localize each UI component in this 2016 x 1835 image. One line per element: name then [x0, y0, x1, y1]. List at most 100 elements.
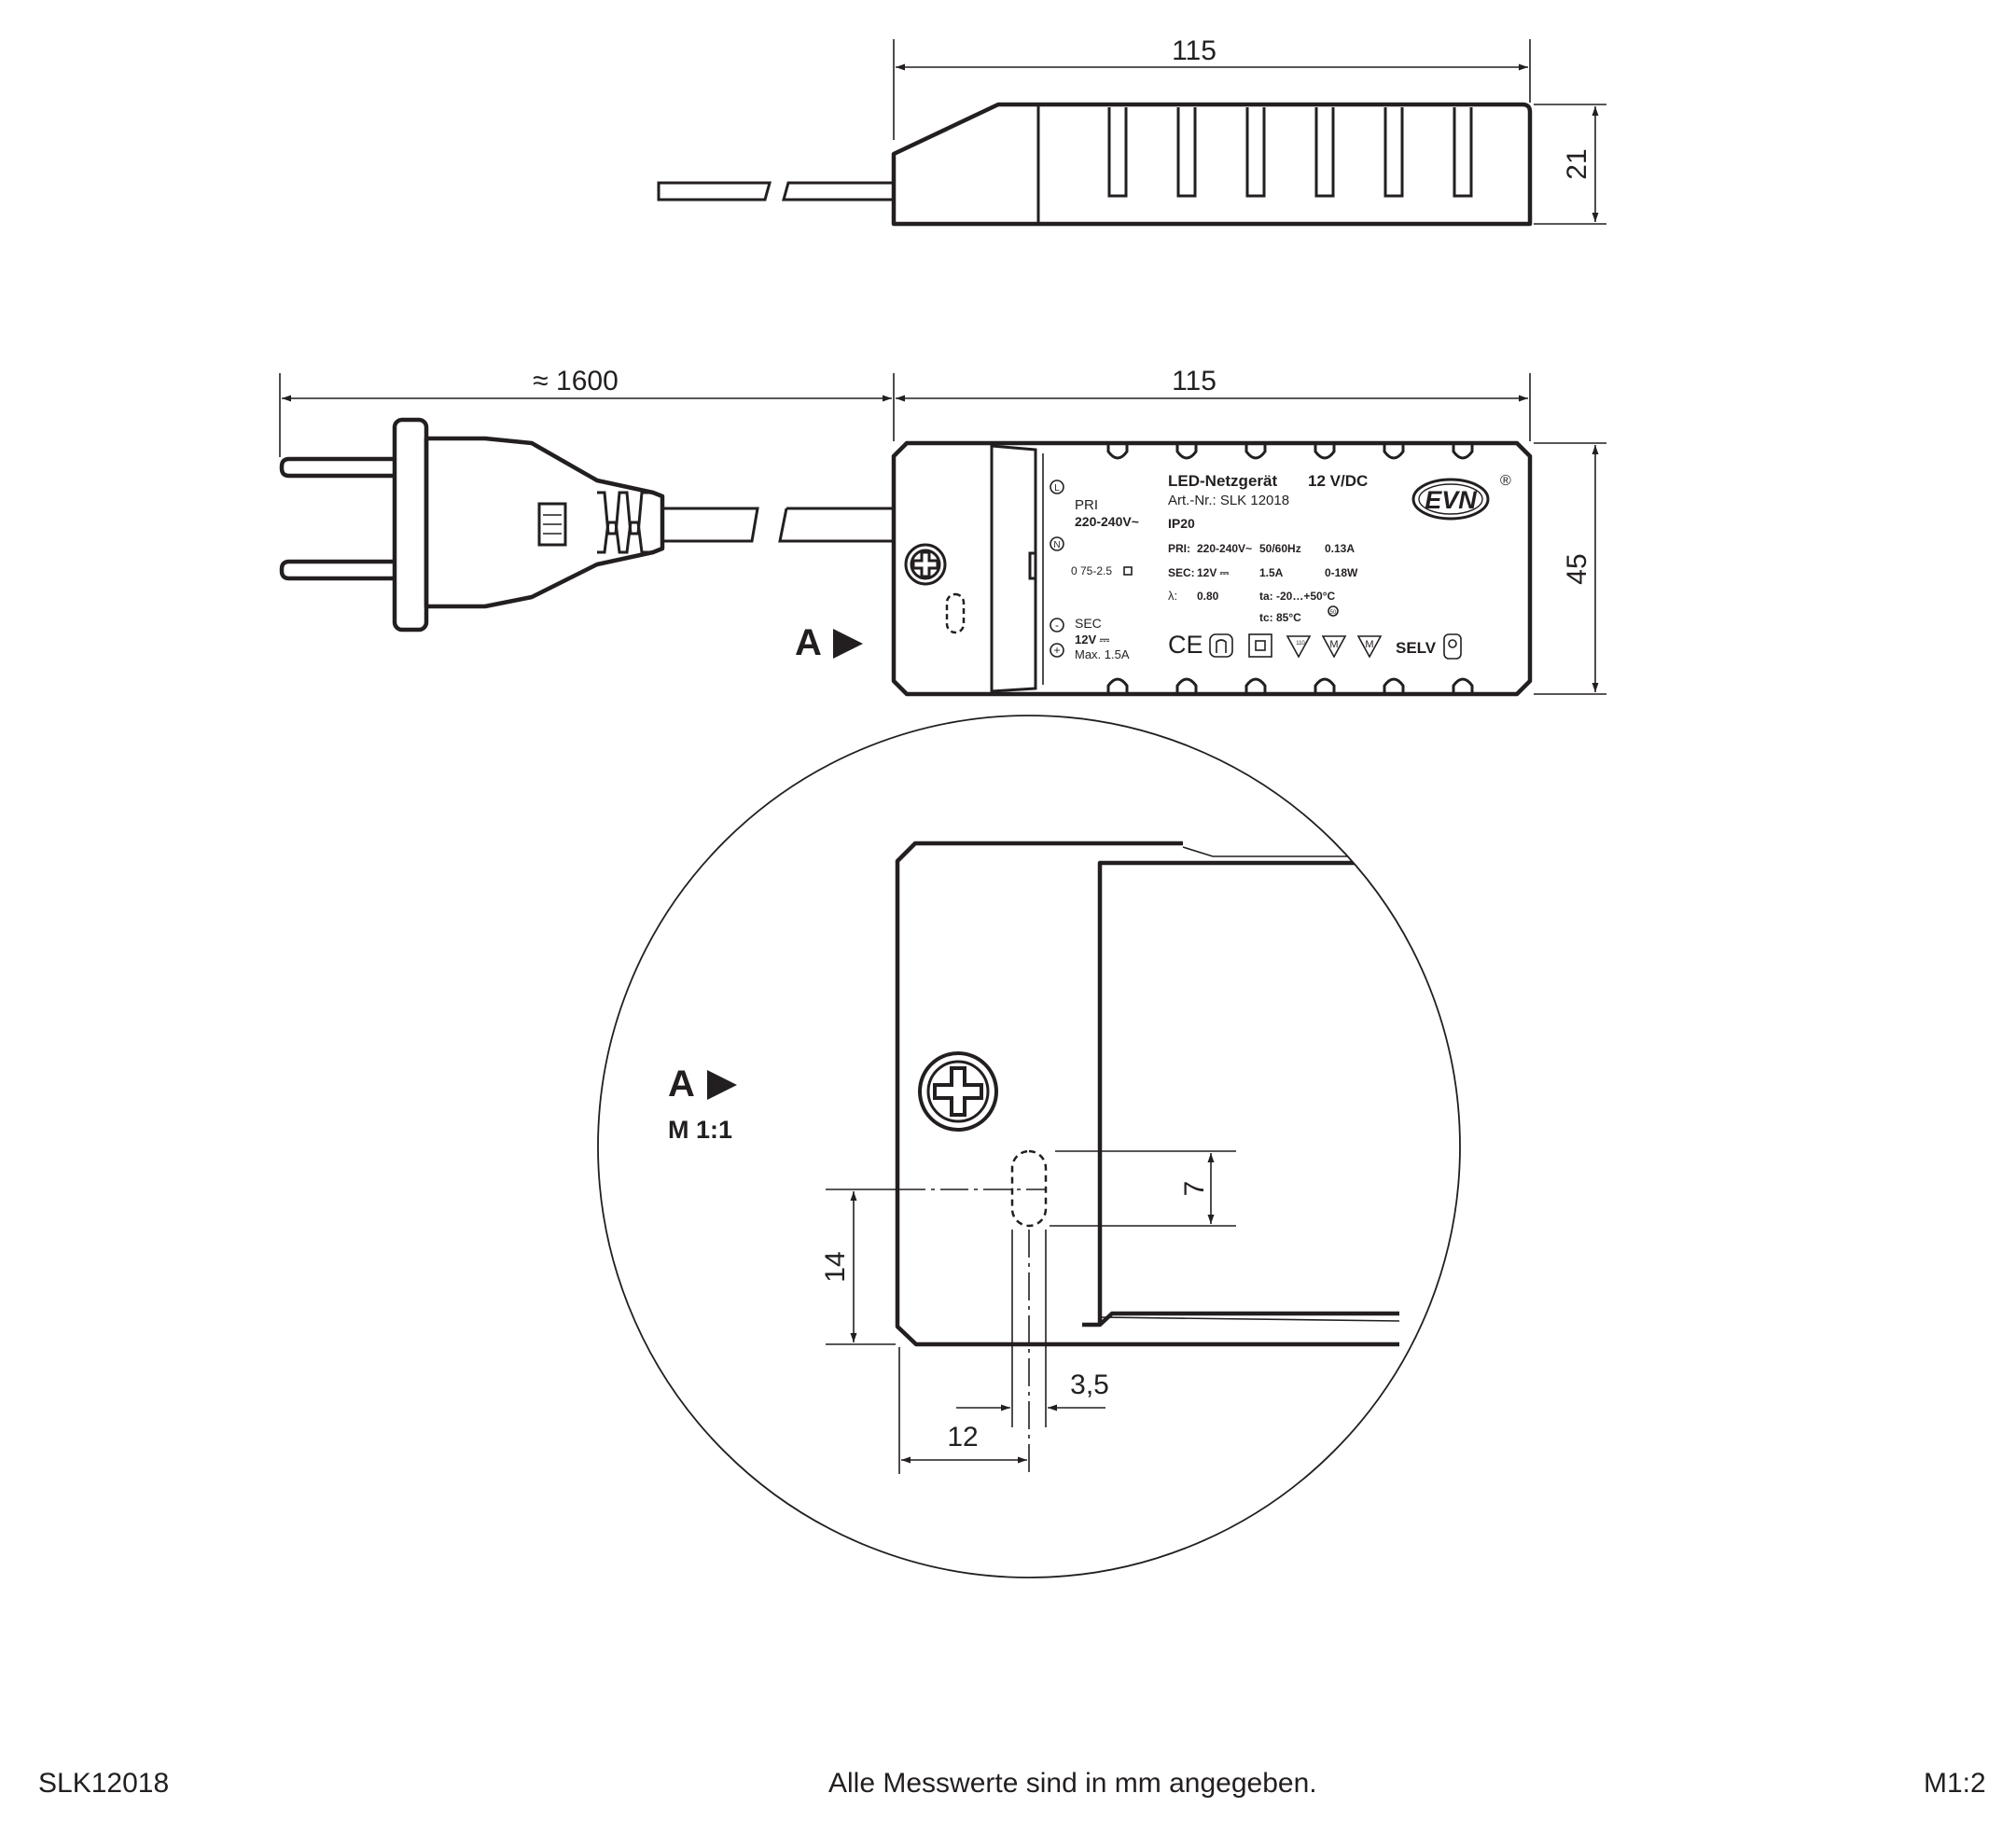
plate-voltage: 12 V/DC — [1308, 472, 1368, 490]
strain-relief-lower — [597, 521, 649, 554]
sec-power: 0-18W — [1325, 566, 1358, 579]
vent-notch-top — [1175, 443, 1198, 460]
cable-stub-left — [657, 181, 772, 202]
vent-notch-bottom — [1314, 677, 1336, 694]
detail-end-cap — [1082, 860, 1399, 1328]
detail-scale: M 1:1 — [668, 1116, 732, 1144]
dimension-cable-length: ≈ 1600 — [533, 366, 619, 396]
cable-right — [778, 507, 894, 543]
vent-slot — [1107, 107, 1128, 198]
dimension-slot: 7 — [1179, 1181, 1210, 1197]
tc-value: tc: 85°C — [1259, 611, 1301, 624]
evn-logo: EVN ® — [1411, 473, 1511, 521]
vent-notch-top — [1383, 443, 1405, 460]
left-pri: PRI — [1075, 497, 1098, 513]
plug-pin-lower — [279, 559, 395, 581]
symbol-row: 110 M M SELV — [1209, 633, 1462, 660]
tc-symbol-icon — [1328, 605, 1339, 617]
screw-icon — [904, 543, 947, 586]
class-ii-inner — [1255, 640, 1266, 651]
furniture-mm-icon — [1356, 635, 1383, 659]
triangle-110-icon — [1286, 635, 1312, 659]
evn-logo-text: EVN — [1425, 486, 1477, 514]
ce-mark: CE — [1168, 631, 1203, 659]
vent-notch-top — [1106, 443, 1129, 460]
vent-notch-bottom — [1106, 677, 1129, 694]
sec-current: 1.5A — [1259, 566, 1284, 579]
view-marker-arrow-icon — [833, 629, 863, 659]
housing-front — [891, 440, 1533, 697]
plug-flange — [392, 417, 429, 633]
terminal-minus-icon — [1050, 618, 1064, 633]
selv-mark: SELV — [1396, 639, 1437, 657]
detail-screw-icon — [918, 1051, 998, 1132]
terminal-l-icon — [1050, 480, 1064, 494]
pri-voltage: 220-240V~ — [1197, 542, 1252, 555]
side-view: 115 21 — [657, 35, 1606, 227]
vent-slot — [1383, 107, 1404, 198]
detail-view: 7 14 3,5 12 A M 1:1 — [597, 715, 1461, 1578]
terminal-minus: - — [1055, 619, 1059, 632]
vent-notch-top — [1244, 443, 1267, 460]
vent-slot — [1245, 107, 1266, 198]
vent-slot — [1453, 107, 1473, 198]
terminal-plus-icon — [1050, 643, 1064, 658]
vent-slots — [1107, 107, 1473, 198]
double-insulation-inner — [1216, 639, 1227, 653]
footer-note: Alle Messwerte sind in mm angegeben. — [828, 1768, 1317, 1799]
sec-voltage: 12V ⎓ — [1197, 566, 1230, 579]
left-sec-voltage: 12V ⎓ — [1075, 633, 1110, 646]
end-cap-step — [991, 444, 1037, 693]
double-insulation-icon — [1209, 633, 1233, 658]
detail-edge-lower — [1099, 1316, 1400, 1322]
strain-relief-upper — [597, 491, 649, 535]
dimension-length-front: 115 — [1172, 366, 1217, 396]
pri-freq: 50/60Hz — [1259, 542, 1301, 555]
dimension-length-top: 115 — [1172, 35, 1217, 66]
vent-slot — [1176, 107, 1197, 198]
footer-scale: M1:2 — [1924, 1768, 1986, 1799]
transformer-icon — [1443, 633, 1462, 660]
detail-edge — [1182, 846, 1399, 857]
terminal-n-icon — [1050, 536, 1064, 551]
vent-notches — [1106, 443, 1474, 694]
dimension-offset: 3,5 — [1070, 1369, 1109, 1400]
lambda-value: 0.80 — [1197, 590, 1219, 603]
ta-range: ta: -20…+50°C — [1259, 590, 1335, 603]
detail-view-arrow-icon — [707, 1070, 737, 1100]
vent-notch-bottom — [1452, 677, 1474, 694]
label-plate: L N PRI 220-240V~ 0 75-2.5 - + SEC 12V ⎓… — [1050, 472, 1511, 661]
wire-range: 0 75-2.5 — [1071, 564, 1112, 577]
furniture-mm-label: M — [1365, 639, 1373, 650]
left-pri-voltage: 220-240V~ — [1075, 514, 1139, 529]
footer-article: SLK12018 — [38, 1768, 170, 1799]
furniture-m-icon — [1321, 635, 1347, 659]
left-sec: SEC — [1075, 616, 1102, 631]
plug-grip-pad — [537, 502, 567, 547]
dimension-height: 21 — [1562, 148, 1592, 179]
terminal-n: N — [1053, 540, 1060, 550]
plug-body — [424, 436, 665, 609]
vent-notch-bottom — [1383, 677, 1405, 694]
dimension-horizontal: 12 — [947, 1422, 978, 1453]
dimension-vertical: 14 — [820, 1251, 851, 1282]
cable-stub-right — [782, 181, 896, 202]
plate-ip: IP20 — [1168, 516, 1195, 531]
vent-notch-top — [1452, 443, 1474, 460]
front-view: A L N PRI 220-240V~ 0 75-2.5 - + SEC 12V… — [279, 366, 1606, 697]
pri-current: 0.13A — [1325, 542, 1355, 555]
detail-view-label: A — [668, 1063, 695, 1105]
detail-keyhole-slot — [1010, 1149, 1048, 1228]
housing-side — [891, 102, 1533, 227]
keyhole-slot-hidden — [945, 592, 966, 634]
left-max: Max. 1.5A — [1075, 647, 1130, 661]
transformer-icon-inner — [1448, 639, 1457, 648]
plate-art-nr: Art.-Nr.: SLK 12018 — [1168, 493, 1289, 508]
cable-left — [662, 507, 759, 543]
terminal-plus: + — [1053, 644, 1060, 657]
vent-notch-bottom — [1175, 677, 1198, 694]
view-marker-label: A — [795, 622, 822, 663]
vent-slot — [1314, 107, 1335, 198]
